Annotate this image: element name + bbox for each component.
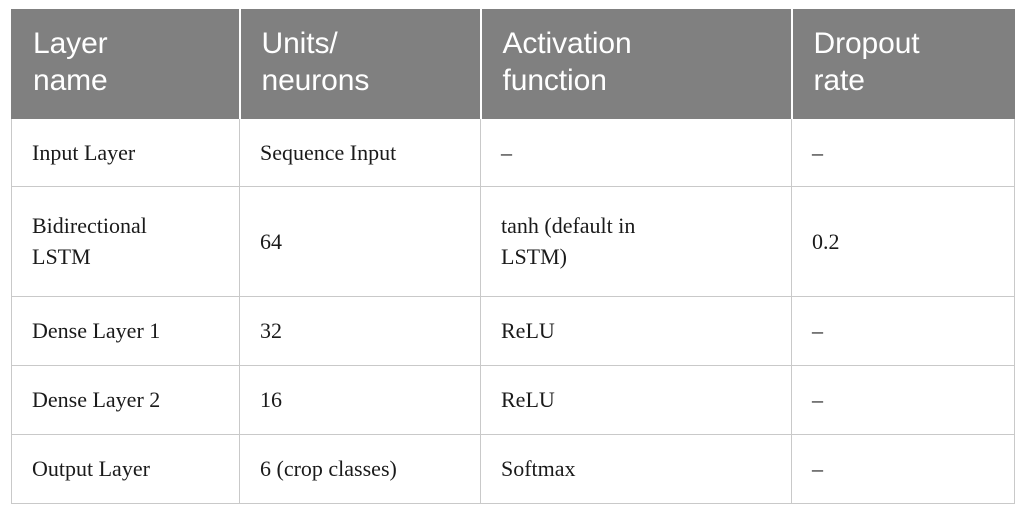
cell-layer-name: Bidirectional LSTM: [11, 186, 240, 297]
model-architecture-table-container: Layer name Units/ neurons Activation fun…: [11, 9, 1015, 513]
cell-dropout-value: 0.2: [812, 228, 840, 254]
cell-units-value: 32: [260, 318, 282, 344]
table-header: Layer name Units/ neurons Activation fun…: [11, 9, 1015, 119]
cell-activation-line1: tanh (default in: [501, 213, 636, 239]
cell-dropout: –: [791, 296, 1015, 366]
cell-units-value: 6 (crop classes): [260, 456, 397, 482]
cell-activation: Softmax: [480, 434, 792, 504]
column-header-units-neurons-line1: Units/: [261, 27, 338, 60]
table-row: Dense Layer 2 16 ReLU –: [11, 365, 1015, 435]
cell-activation: tanh (default in LSTM): [480, 186, 792, 297]
table-row: Input Layer Sequence Input – –: [11, 118, 1015, 187]
cell-units: 32: [239, 296, 481, 366]
cell-layer-name: Dense Layer 2: [11, 365, 240, 435]
table-row: Output Layer 6 (crop classes) Softmax –: [11, 434, 1015, 504]
cell-layer-name-line1: Output Layer: [32, 456, 150, 482]
header-row: Layer name Units/ neurons Activation fun…: [11, 9, 1015, 119]
cell-dropout: 0.2: [791, 186, 1015, 297]
cell-layer-name-line1: Dense Layer 1: [32, 318, 161, 344]
cell-activation-line2: LSTM): [501, 244, 567, 270]
cell-layer-name-line1: Input Layer: [32, 139, 136, 165]
cell-units-value: Sequence Input: [260, 139, 397, 165]
cell-layer-name: Dense Layer 1: [11, 296, 240, 366]
cell-units: 64: [239, 186, 481, 297]
column-header-layer-name-line1: Layer: [33, 27, 108, 60]
cell-activation: ReLU: [480, 296, 792, 366]
cell-dropout-value: –: [812, 456, 823, 482]
cell-activation-line1: Softmax: [501, 456, 576, 482]
column-header-dropout-rate-line2: rate: [813, 63, 865, 97]
column-header-layer-name: Layer name: [11, 9, 241, 119]
column-header-layer-name-line2: name: [33, 63, 108, 97]
column-header-dropout-rate-line1: Dropout: [813, 27, 920, 60]
cell-layer-name-line1: Dense Layer 2: [32, 387, 161, 413]
cell-dropout-value: –: [812, 139, 823, 165]
model-architecture-table: Layer name Units/ neurons Activation fun…: [11, 9, 1015, 504]
cell-activation-line1: –: [501, 139, 512, 165]
column-header-activation-function-line2: function: [502, 63, 607, 97]
column-header-activation-function-line1: Activation: [502, 27, 632, 60]
cell-units: 6 (crop classes): [239, 434, 481, 504]
cell-units: 16: [239, 365, 481, 435]
table-body: Input Layer Sequence Input – – Bidirecti…: [11, 118, 1015, 504]
table-row: Dense Layer 1 32 ReLU –: [11, 296, 1015, 366]
cell-activation: ReLU: [480, 365, 792, 435]
cell-layer-name: Input Layer: [11, 118, 240, 187]
cell-activation-line1: ReLU: [501, 318, 555, 344]
cell-layer-name-line2: LSTM: [32, 244, 91, 270]
cell-units-value: 64: [260, 228, 282, 254]
column-header-activation-function: Activation function: [480, 9, 793, 119]
cell-dropout: –: [791, 365, 1015, 435]
cell-dropout-value: –: [812, 318, 823, 344]
cell-layer-name-line1: Bidirectional: [32, 213, 147, 239]
cell-dropout: –: [791, 118, 1015, 187]
cell-activation-line1: ReLU: [501, 387, 555, 413]
column-header-dropout-rate: Dropout rate: [791, 9, 1015, 119]
cell-units-value: 16: [260, 387, 282, 413]
cell-dropout: –: [791, 434, 1015, 504]
column-header-units-neurons-line2: neurons: [261, 63, 370, 97]
cell-units: Sequence Input: [239, 118, 481, 187]
column-header-units-neurons: Units/ neurons: [239, 9, 482, 119]
table-row: Bidirectional LSTM 64 tanh (default in L…: [11, 186, 1015, 297]
cell-layer-name: Output Layer: [11, 434, 240, 504]
cell-dropout-value: –: [812, 387, 823, 413]
cell-activation: –: [480, 118, 792, 187]
